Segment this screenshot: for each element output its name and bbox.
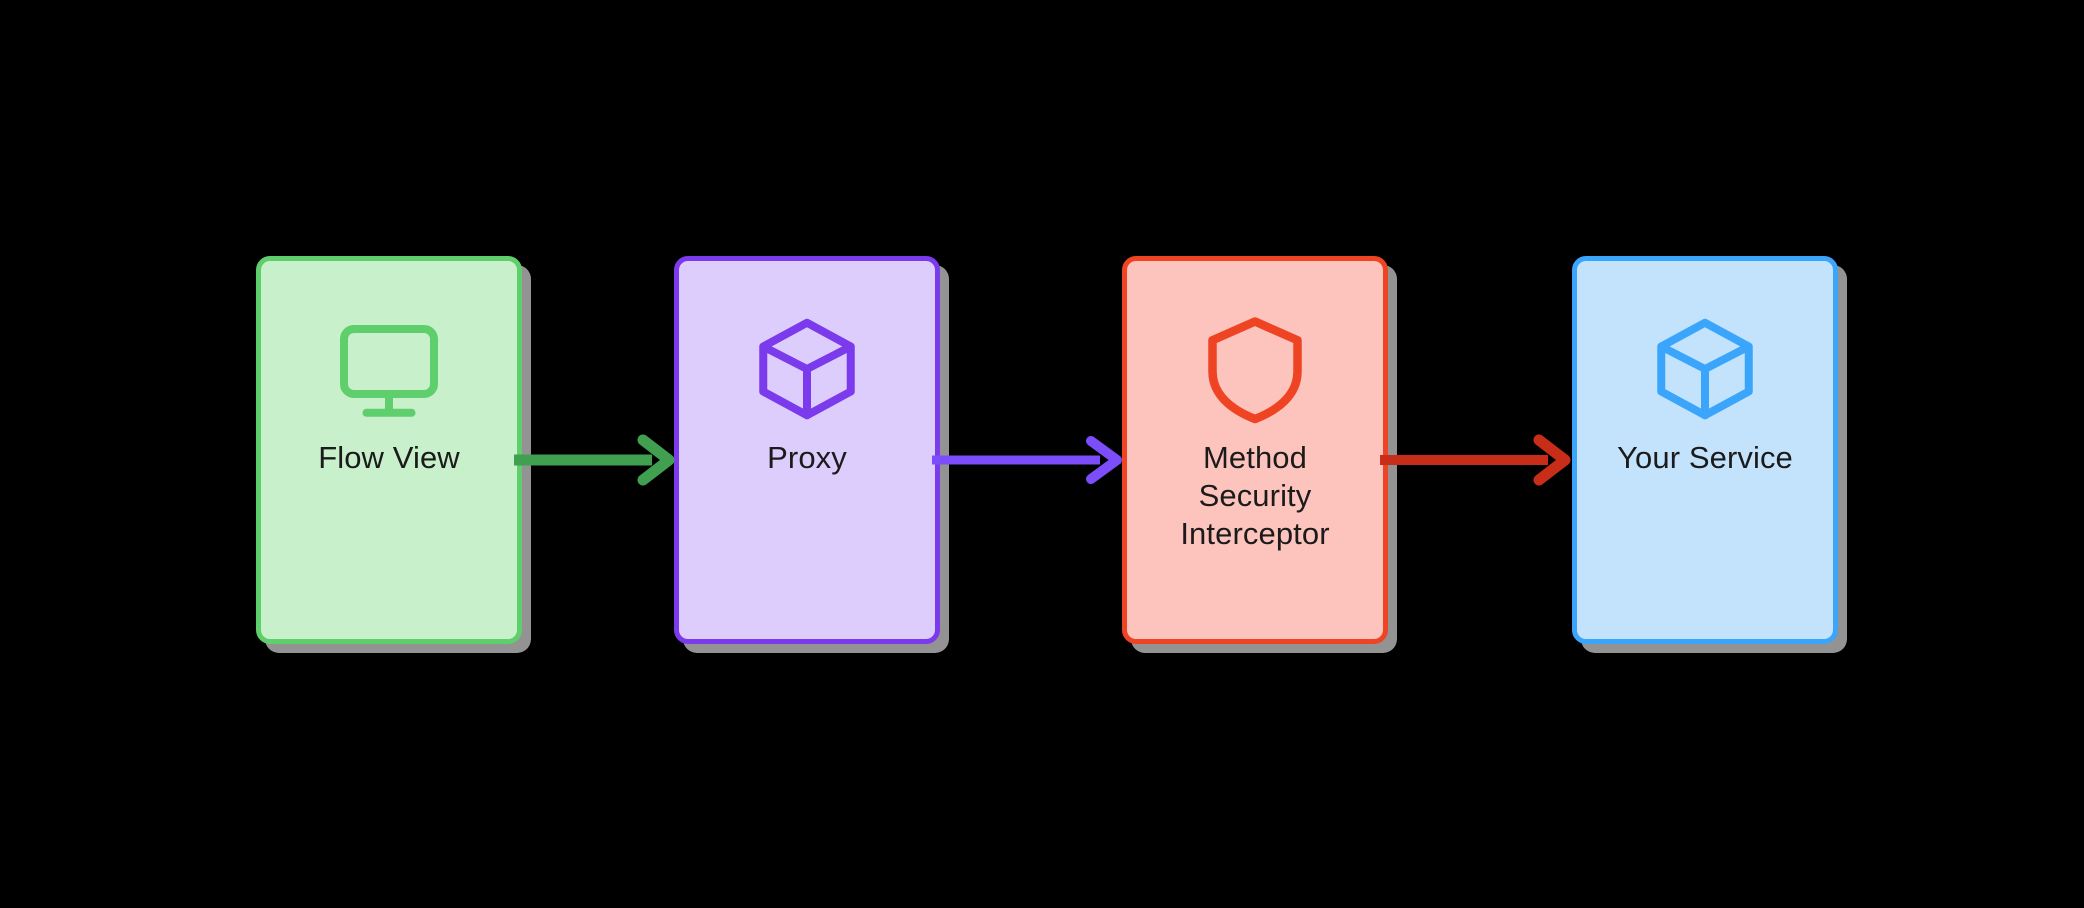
node-flow-view[interactable]: Flow View <box>256 256 522 644</box>
arrow-flow-view-to-proxy <box>514 434 675 486</box>
arrow-method-security-interceptor-to-your-service <box>1380 434 1571 486</box>
cube-icon <box>759 318 855 420</box>
shield-icon <box>1208 317 1302 424</box>
arrow-proxy-to-method-security-interceptor <box>932 436 1122 484</box>
cube-icon <box>1657 318 1753 420</box>
node-your-service[interactable]: Your Service <box>1572 256 1838 644</box>
monitor-icon <box>340 325 438 417</box>
node-label-proxy: Proxy <box>767 440 847 475</box>
node-label-your-service: Your Service <box>1617 440 1793 475</box>
node-label-method-security-interceptor: Method Security Interceptor <box>1180 440 1330 551</box>
node-label-flow-view: Flow View <box>318 440 460 475</box>
node-method-security-interceptor[interactable]: Method Security Interceptor <box>1122 256 1388 644</box>
node-proxy[interactable]: Proxy <box>674 256 940 644</box>
